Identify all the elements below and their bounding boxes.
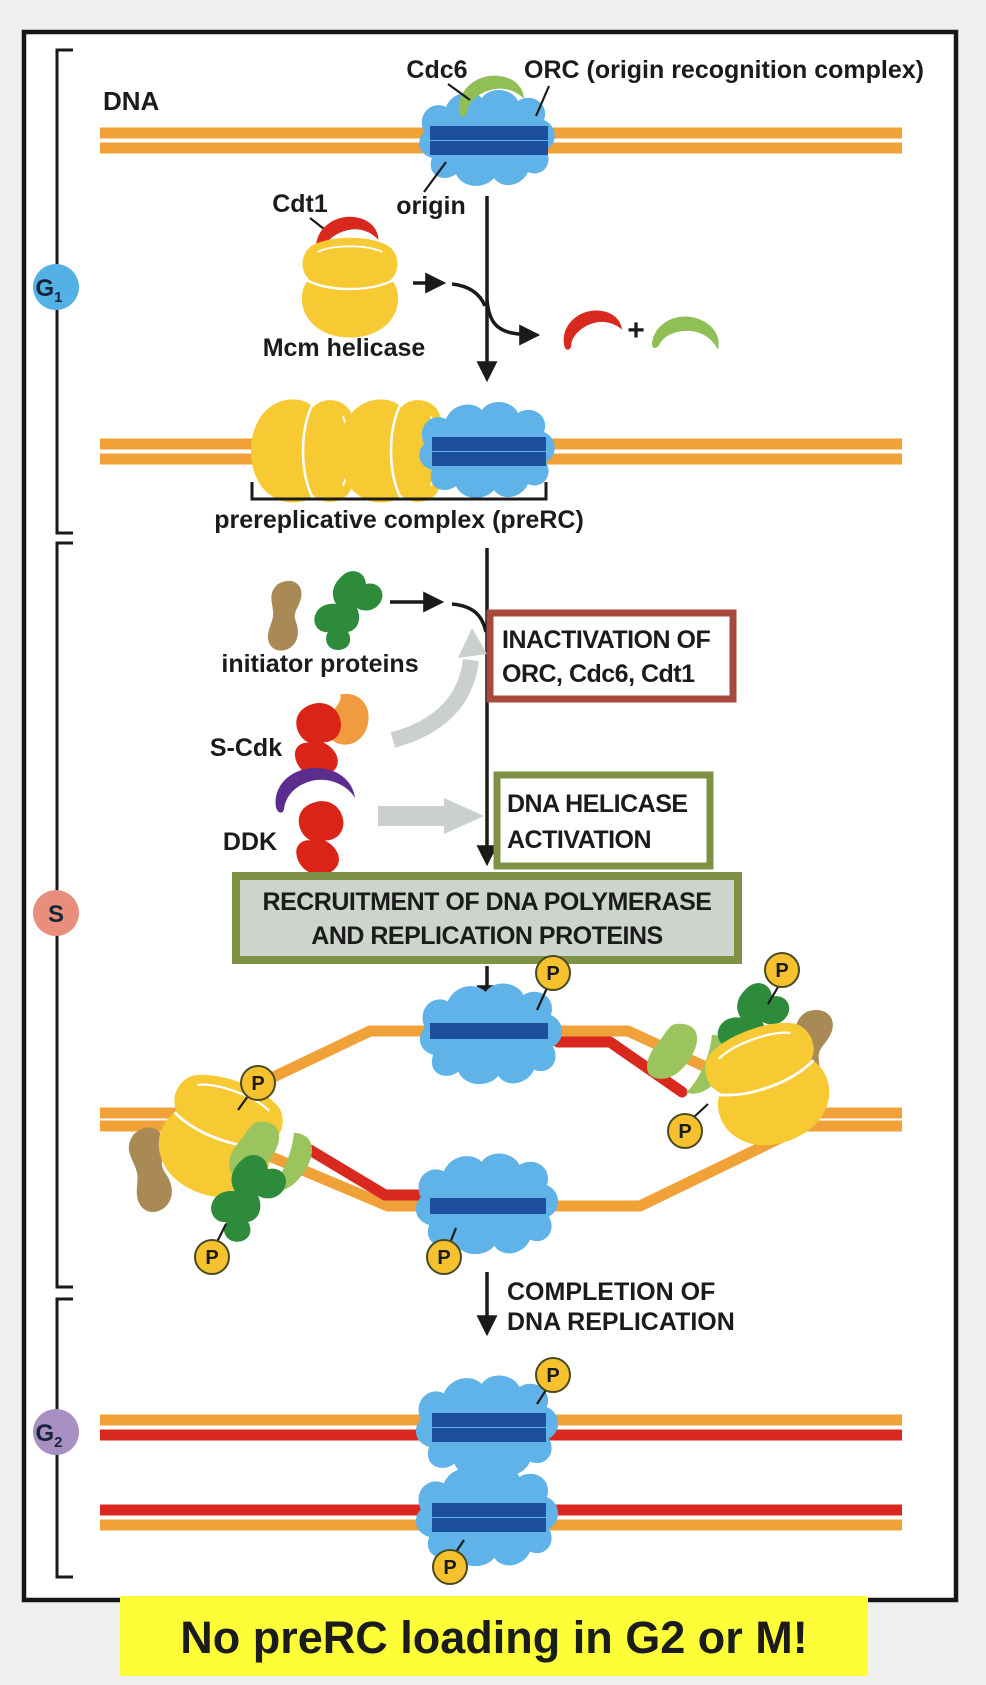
mcm-input-curve — [451, 282, 487, 307]
phosphate-pointer — [535, 987, 549, 1011]
inactivation-line1: INACTIVATION OF — [502, 626, 710, 654]
recruitment-box-frame — [232, 872, 742, 964]
phase-marker-g2: G2 — [33, 1409, 79, 1455]
s-section: S initiator proteins INACTIVATION OF ORC… — [33, 541, 902, 1289]
replication-bubble: P P P — [100, 952, 902, 1275]
inactivation-line2: ORC, Cdc6, Cdt1 — [502, 660, 695, 688]
phosphate-letter: P — [443, 1557, 456, 1579]
cdc6-pointer-line — [447, 83, 471, 101]
cdt1-label: Cdt1 — [272, 190, 328, 218]
origin-label: origin — [396, 192, 465, 220]
s-cdk-label: S-Cdk — [210, 734, 282, 762]
initiator-proteins-label: initiator proteins — [221, 650, 418, 678]
phosphate-badge: P — [237, 1065, 276, 1111]
orc-label: ORC (origin recognition complex) — [524, 56, 924, 84]
dna-duplex-g1 — [100, 71, 902, 186]
recruitment-box: RECRUITMENT OF DNA POLYMERASE AND REPLIC… — [232, 872, 742, 964]
phosphate-letter: P — [437, 1247, 450, 1269]
phosphate-letter: P — [678, 1121, 691, 1143]
phosphate-badge: P — [535, 955, 571, 1011]
phosphate-letter: P — [546, 1365, 559, 1387]
cdc6-label: Cdc6 — [406, 56, 467, 84]
phase-marker-s: S — [33, 890, 79, 936]
left-replication-fork: P P — [120, 1061, 319, 1275]
g2-circle — [33, 1409, 79, 1455]
phosphate-pointer — [216, 1223, 227, 1243]
helicase-activation-box: DNA HELICASE ACTIVATION — [493, 771, 714, 870]
phosphate-pointer — [536, 1389, 547, 1405]
phosphate-pointer — [237, 1095, 249, 1111]
ddk-label: DDK — [223, 828, 277, 856]
origin-pointer-line — [423, 161, 447, 193]
phosphate-badge: P — [432, 1539, 468, 1585]
phosphate-badge: P — [764, 952, 800, 1005]
phosphate-letter: P — [775, 960, 788, 982]
phosphate-badge: P — [535, 1357, 571, 1405]
g1-label: G1 — [35, 275, 62, 306]
daughter-duplex-1: P — [100, 1357, 902, 1477]
phosphate-badge: P — [426, 1227, 462, 1275]
s-circle — [33, 890, 79, 936]
initiator-input-curve — [451, 602, 488, 633]
recruitment-line2: AND REPLICATION PROTEINS — [311, 922, 662, 950]
mcm-helicase-blob — [300, 236, 400, 339]
completion-line2: DNA REPLICATION — [507, 1308, 735, 1336]
release-arrow — [485, 299, 541, 346]
recruitment-line1: RECRUITMENT OF DNA POLYMERASE — [263, 888, 712, 916]
scdk-gray-arrow — [390, 658, 479, 748]
scdk-gray-arrowhead — [458, 628, 487, 658]
prerc-complex — [100, 398, 902, 504]
mcm-helicase-label: Mcm helicase — [263, 334, 426, 362]
completion-line1: COMPLETION OF — [507, 1278, 715, 1306]
right-replication-fork: P P — [641, 952, 844, 1162]
g2-label: G2 — [35, 1420, 62, 1451]
phosphate-pointer — [767, 986, 779, 1005]
phosphate-letter: P — [251, 1073, 264, 1095]
inactivation-box: INACTIVATION OF ORC, Cdc6, Cdt1 — [486, 609, 737, 703]
prerc-bracket — [250, 482, 548, 501]
inactivation-box-frame — [486, 609, 737, 703]
phosphate-letter: P — [546, 963, 559, 985]
plus-sign: + — [627, 314, 645, 347]
phosphate-pointer — [693, 1103, 709, 1118]
g1-circle — [33, 264, 79, 310]
s-label: S — [48, 901, 64, 928]
orc-pointer-line — [534, 85, 551, 117]
g2-section: G2 COMPLETION OF DNA REPLICATION P — [33, 1272, 902, 1585]
helicase-box-frame — [493, 771, 714, 870]
phosphate-letter: P — [205, 1247, 218, 1269]
phosphate-pointer — [455, 1539, 465, 1553]
dna-label: DNA — [103, 86, 160, 116]
helicase-line1: DNA HELICASE — [507, 790, 688, 818]
daughter-duplex-2: P — [100, 1465, 902, 1585]
phosphate-badge: P — [194, 1223, 230, 1275]
g1-section: G1 DNA Cdc6 ORC (origin recognition comp… — [33, 48, 924, 535]
ddk-gray-arrowhead — [444, 798, 484, 834]
figure-panel — [21, 29, 959, 1603]
banner-background — [120, 1596, 868, 1676]
highlight-banner: No preRC loading in G2 or M! — [120, 1596, 868, 1676]
phosphate-badge: P — [667, 1103, 709, 1149]
prerc-label: prereplicative complex (preRC) — [214, 506, 584, 534]
helicase-line2: ACTIVATION — [507, 826, 651, 854]
phase-marker-g1: G1 — [33, 264, 79, 310]
banner-text: No preRC loading in G2 or M! — [180, 1612, 808, 1663]
